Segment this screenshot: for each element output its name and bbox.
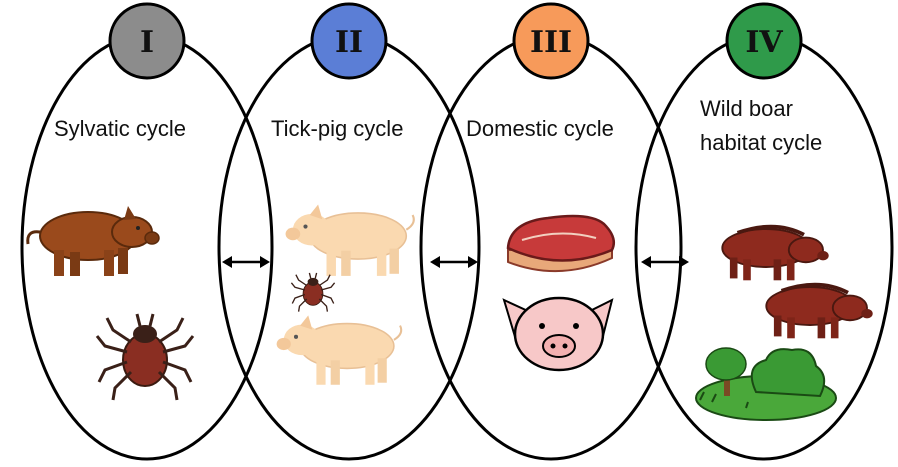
svg-text:I: I bbox=[140, 25, 154, 60]
wild-boar-icon bbox=[722, 227, 828, 281]
pig-face-icon bbox=[504, 298, 612, 370]
meat-icon bbox=[508, 216, 614, 271]
pig-icon bbox=[286, 205, 414, 276]
cycle-i-badge: I bbox=[110, 4, 184, 78]
cycle-ii-label: Tick-pig cycle bbox=[271, 114, 403, 144]
cycle-iv-badge: IV bbox=[727, 4, 801, 78]
wild-boar-icon bbox=[28, 206, 159, 276]
double-arrow-icon bbox=[430, 256, 478, 268]
cycle-i-label: Sylvatic cycle bbox=[54, 114, 186, 144]
svg-text:IV: IV bbox=[745, 25, 783, 60]
double-arrow-icon bbox=[641, 256, 689, 268]
svg-text:II: II bbox=[335, 25, 363, 60]
svg-text:III: III bbox=[530, 25, 572, 60]
cycle-ii-badge: II bbox=[312, 4, 386, 78]
tick-icon bbox=[291, 273, 334, 312]
cycle-iii-badge: III bbox=[514, 4, 588, 78]
cycle-iv-label-line1: Wild boar bbox=[700, 94, 793, 124]
forest-habitat-icon bbox=[696, 348, 836, 420]
pig-icon bbox=[277, 315, 402, 384]
tick-icon bbox=[97, 314, 193, 400]
double-arrow-icon bbox=[222, 256, 270, 268]
cycle-iv-label-line2: habitat cycle bbox=[700, 128, 822, 158]
cycle-iii-label: Domestic cycle bbox=[466, 114, 614, 144]
wild-boar-icon bbox=[766, 285, 872, 339]
